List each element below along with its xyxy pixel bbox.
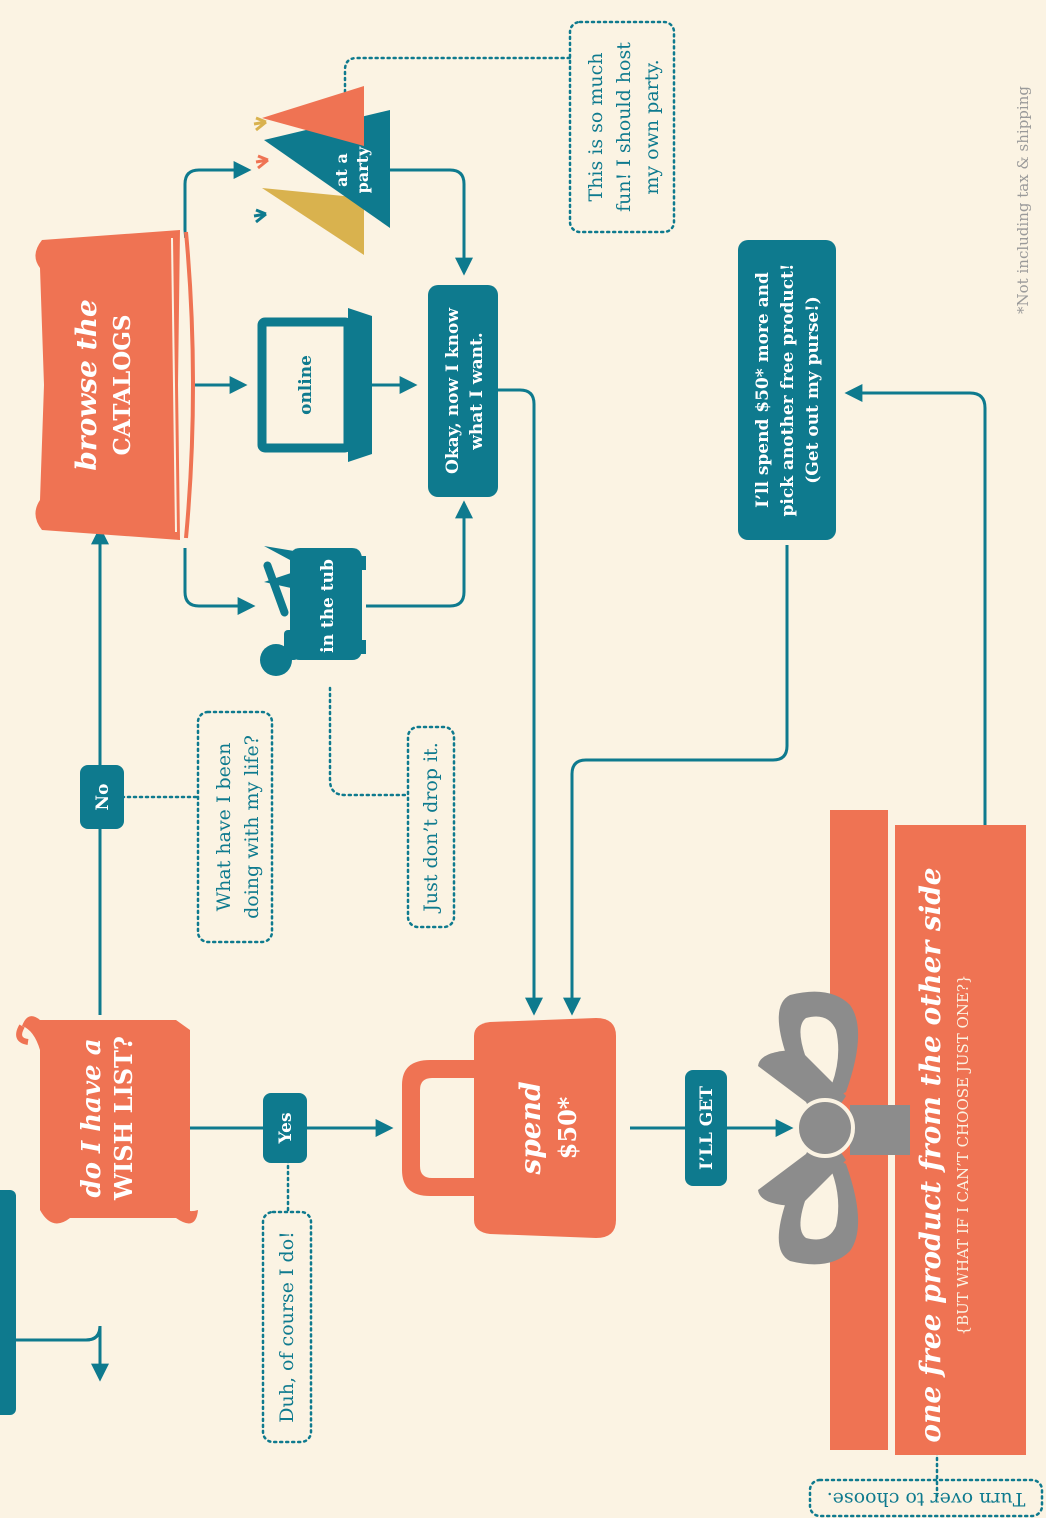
start-to-wishlist-arrow-b — [10, 1325, 109, 1382]
know-to-spend-arrow — [498, 388, 543, 1016]
tub-note-callout: Just don’t drop it. — [406, 725, 456, 929]
catalog-to-party-arrow — [183, 161, 252, 238]
gift-to-spend-more-arrow — [844, 384, 987, 825]
tub-label: in the tub — [318, 559, 338, 653]
free-product-text: one free product from the other side — [914, 867, 947, 1442]
no-note-line1: What have I been — [213, 743, 235, 912]
wish-list-line1: do I have a — [77, 1038, 107, 1197]
spend-more-line1: I’ll spend $50* more and — [753, 272, 773, 508]
wish-list-scroll: do I have a WISH LIST? — [16, 1016, 198, 1224]
catalogs-line2: CATALOGS — [109, 314, 136, 455]
wish-list-line2: WISH LIST? — [109, 1036, 138, 1201]
no-note-callout: What have I been doing with my life? — [196, 710, 274, 944]
start-box — [0, 1190, 16, 1415]
yes-note-callout: Duh, of course I do! — [261, 1210, 313, 1444]
footnote: *Not including tax & shipping — [1014, 86, 1032, 314]
yes-tag: Yes — [263, 1093, 307, 1163]
gift-box: one free product from the other side {BU… — [758, 810, 1026, 1455]
tub-to-know-arrow — [366, 500, 473, 608]
spend-line1: spend — [514, 1081, 547, 1175]
spend-more-to-spend-arrow — [563, 545, 789, 1016]
know-box: Okay, now I know what I want. — [428, 285, 498, 497]
get-label: I’LL GET — [697, 1086, 717, 1170]
no-tag: No — [80, 765, 124, 829]
party-note-line3: my own party. — [641, 59, 663, 194]
party-note-callout: This is so much fun! I should host my ow… — [568, 20, 676, 234]
party-note-line2: fun! I should host — [613, 42, 635, 212]
spend-more-line2: pick another free product! — [778, 264, 798, 517]
know-line1: Okay, now I know — [443, 308, 463, 474]
tub-note: Just don’t drop it. — [420, 742, 442, 913]
no-label: No — [93, 784, 113, 811]
catalogs-line1: browse the — [70, 299, 103, 471]
laptop-icon: online — [257, 308, 372, 462]
start-to-wishlist-arrow — [10, 1325, 102, 1372]
catalogs-book: browse the CATALOGS — [35, 229, 195, 541]
spend-bag: spend $50* — [402, 1018, 616, 1238]
spend-more-line3: (Get out my purse!) — [803, 296, 823, 484]
yes-label: Yes — [276, 1112, 296, 1144]
turn-over-callout: Turn over to choose. — [808, 1478, 1044, 1518]
catalog-to-tub-arrow — [183, 548, 256, 615]
party-line1: at a — [332, 153, 351, 187]
know-line2: what I want. — [467, 332, 487, 450]
yes-note: Duh, of course I do! — [276, 1231, 298, 1423]
spend-more-box: I’ll spend $50* more and pick another fr… — [738, 240, 836, 540]
party-to-know-arrow — [390, 168, 473, 276]
tub-icon: in the tub — [260, 546, 366, 676]
party-hats-icon: at a party — [253, 86, 390, 255]
get-tag: I’LL GET — [685, 1070, 727, 1186]
party-line2: party — [353, 146, 372, 193]
cant-choose-text: {BUT WHAT IF I CAN’T CHOOSE JUST ONE?} — [954, 975, 972, 1336]
no-note-line2: doing with my life? — [241, 735, 263, 919]
party-note-line1: This is so much — [585, 52, 607, 201]
spend-line2: $50* — [553, 1096, 582, 1159]
online-label: online — [296, 355, 316, 415]
turn-over-text: Turn over to choose. — [827, 1488, 1026, 1510]
